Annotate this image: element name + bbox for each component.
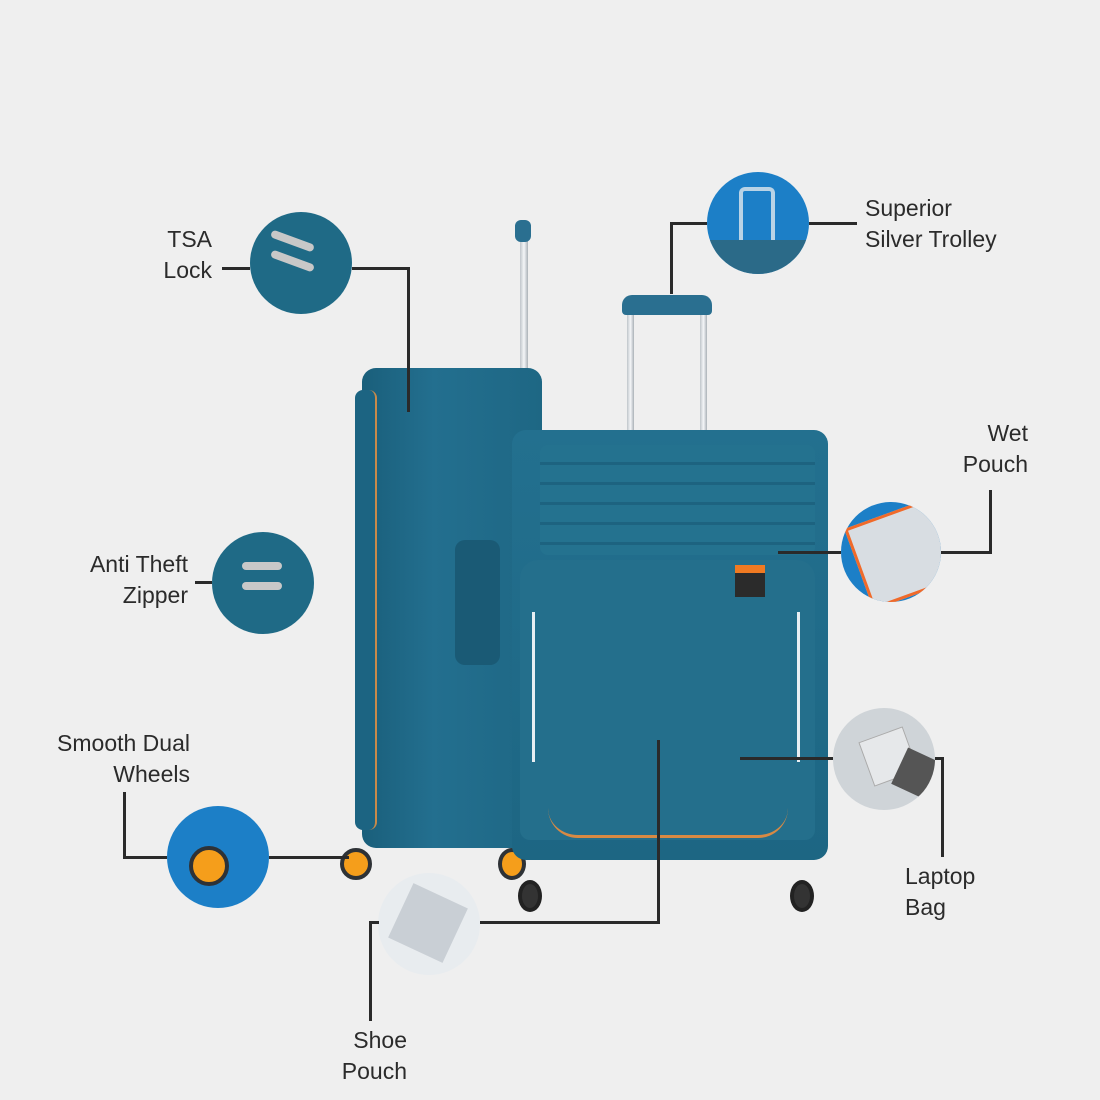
smooth-dual-wheels-image [167, 806, 269, 908]
shoe-pouch-image [378, 873, 480, 975]
trolley-line [809, 222, 857, 225]
tsa-lock-line [222, 267, 250, 270]
anti-theft-zipper-image [212, 532, 314, 634]
anti-theft-zipper-line [195, 581, 212, 584]
shoe-pouch-line [369, 921, 372, 1021]
superior-silver-trolley-image [707, 172, 809, 274]
laptop-bag-line [740, 757, 833, 760]
tsa-lock-image [250, 212, 352, 314]
wheels-line [123, 792, 126, 859]
laptop-bag-image [833, 708, 935, 810]
wet-pouch-line [989, 490, 992, 554]
wet-pouch-image [841, 502, 941, 602]
